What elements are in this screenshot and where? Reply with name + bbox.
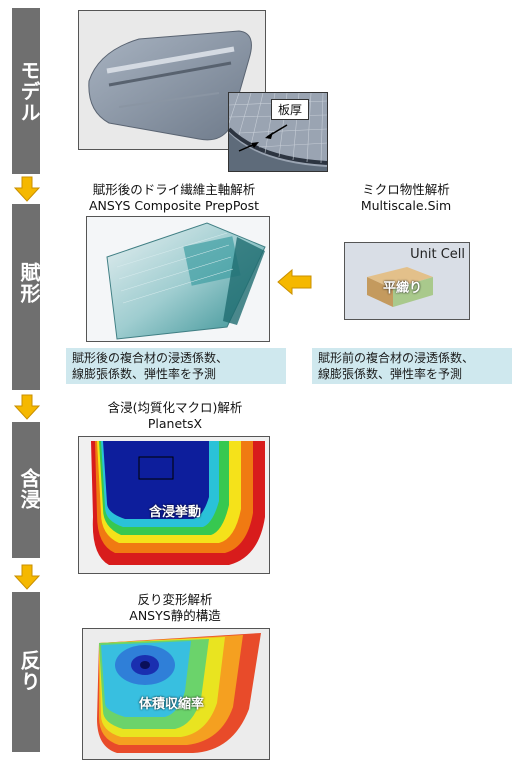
impregnation-overlay-label: 含浸挙動: [149, 505, 202, 520]
thickness-arrow-icon: [238, 124, 288, 152]
forming-prediction-line1: 賦形後の複合材の浸透係数、: [72, 351, 229, 365]
warp-title: 反り変形解析 ANSYS静的構造: [80, 592, 270, 624]
impregnation-image: 含浸挙動: [78, 436, 270, 574]
stage-label-model: モデル: [17, 60, 41, 123]
warp-contour-illustration: [97, 633, 261, 753]
impregnation-title-line2: PlanetsX: [147, 416, 203, 431]
down-arrow-icon: [14, 394, 40, 420]
mesh-closeup-illustration: [229, 93, 327, 171]
stage-label-impregnation: 含浸: [17, 468, 41, 510]
stage-bar-forming: [12, 204, 40, 390]
thickness-inset: 板厚: [228, 92, 328, 172]
stage-label-warp: 反り: [17, 650, 41, 692]
unit-cell-image: Unit Cell 平織り: [344, 242, 470, 320]
micro-prediction-line1: 賦形前の複合材の浸透係数、: [318, 351, 475, 365]
stage-bar-impregnation: [12, 422, 40, 558]
down-arrow-icon: [14, 176, 40, 202]
forming-title: 賦形後のドライ繊維主軸解析 ANSYS Composite PrepPost: [62, 182, 286, 214]
forming-prediction-box: 賦形後の複合材の浸透係数、 線膨張係数、弾性率を予測: [66, 348, 286, 384]
left-arrow-icon: [277, 268, 312, 296]
fiber-orientation-illustration: [106, 222, 266, 340]
forming-image: [86, 216, 270, 342]
unit-cell-label: Unit Cell: [410, 247, 465, 262]
forming-title-line1: 賦形後のドライ繊維主軸解析: [92, 182, 256, 197]
warp-overlay-label: 体積収縮率: [139, 697, 205, 712]
micro-prediction-line2: 線膨張係数、弾性率を予測: [318, 367, 463, 381]
forming-title-line2: ANSYS Composite PrepPost: [88, 198, 260, 213]
warp-title-line2: ANSYS静的構造: [129, 608, 221, 623]
door-panel-illustration: [88, 30, 252, 141]
impregnation-title: 含浸(均質化マクロ)解析 PlanetsX: [70, 400, 280, 432]
woven-cell-illustration: [367, 267, 433, 307]
forming-prediction-line2: 線膨張係数、弾性率を予測: [72, 367, 217, 381]
stage-bar-warp: [12, 592, 40, 752]
stage-bar-model: [12, 8, 40, 174]
impregnation-title-line1: 含浸(均質化マクロ)解析: [107, 400, 243, 415]
weave-label: 平織り: [383, 281, 423, 296]
micro-prediction-box: 賦形前の複合材の浸透係数、 線膨張係数、弾性率を予測: [312, 348, 512, 384]
impregnation-contour-illustration: [91, 441, 265, 565]
thickness-label: 板厚: [271, 99, 310, 120]
warp-title-line1: 反り変形解析: [137, 592, 213, 607]
micro-title: ミクロ物性解析 Multiscale.Sim: [326, 182, 486, 214]
micro-title-line2: Multiscale.Sim: [360, 198, 452, 213]
down-arrow-icon: [14, 564, 40, 590]
warp-image: 体積収縮率: [82, 628, 270, 760]
stage-label-forming: 賦形: [17, 262, 41, 304]
micro-title-line1: ミクロ物性解析: [362, 182, 450, 197]
